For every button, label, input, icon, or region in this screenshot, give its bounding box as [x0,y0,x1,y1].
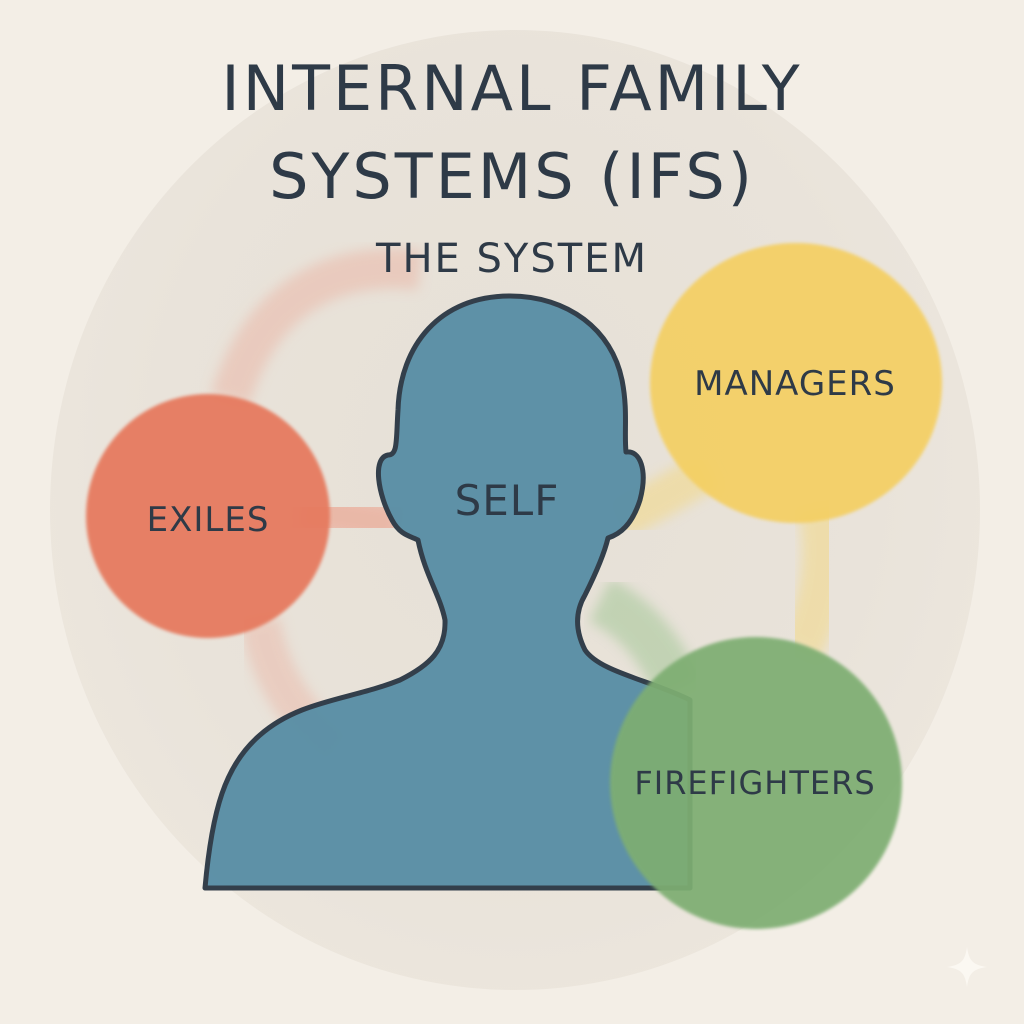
managers-firefighters-connector [780,505,846,660]
managers-label: MANAGERS [694,364,896,404]
title-line-1: INTERNAL FAMILY [221,52,803,125]
exiles-circle [86,394,330,638]
sparkle-icon [947,947,987,987]
firefighters-circle [610,637,902,929]
managers-circle [650,243,942,523]
self-silhouette [202,293,693,891]
exiles-label: EXILES [146,500,270,540]
title-line-2: SYSTEMS (IFS) [269,140,755,213]
exiles-arc-top [210,248,423,407]
self-label: SELF [454,476,560,525]
subtitle: THE SYSTEM [376,236,648,282]
firefighters-label: FIREFIGHTERS [634,764,876,802]
